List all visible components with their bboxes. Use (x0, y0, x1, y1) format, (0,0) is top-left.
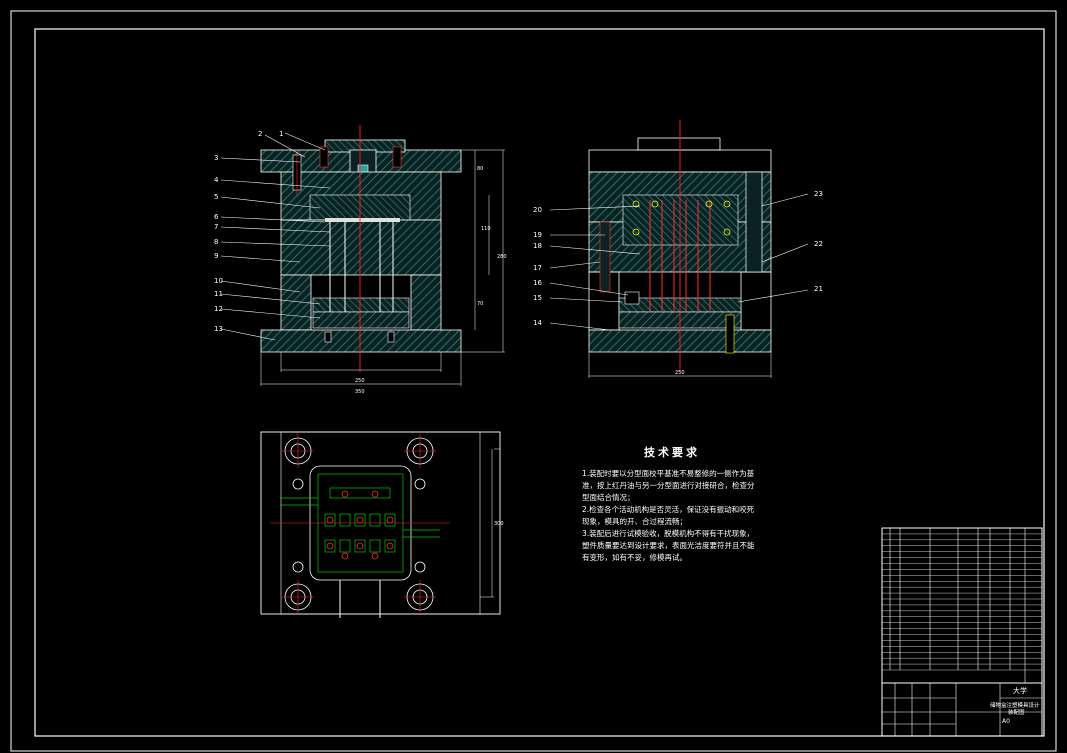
title-block-school: 大学 (1013, 687, 1027, 695)
title-block-number: A0 (1002, 718, 1010, 725)
technical-requirements: 技术要求 1.装配时要以分型面校平基准不易整修的一侧作为基 准，按上红丹油与另一… (582, 444, 802, 564)
callout-label: 2 (258, 130, 262, 138)
side-section-view (588, 120, 772, 378)
callout-label: 4 (214, 176, 219, 184)
callout-label: 20 (533, 206, 542, 214)
requirement-line: 现象，模具的开、合过程流畅； (582, 517, 687, 526)
callout-label: 15 (533, 294, 542, 302)
callout-label: 22 (814, 240, 823, 248)
requirement-line: 有变形，如有不妥，修模再试。 (582, 553, 687, 562)
callout-label: 19 (533, 231, 542, 239)
callout-label: 14 (533, 319, 542, 327)
requirement-line: 3.装配后进行试模验收，脱模机构不得有干扰现象， (582, 529, 755, 538)
dimension-label: 350 (355, 389, 365, 395)
dimension-label: 280 (497, 254, 507, 260)
callout-label: 13 (214, 325, 223, 333)
dimension-labels: 250 350 250 80 110 280 70 300 (355, 166, 685, 527)
callout-label: 1 (279, 130, 283, 138)
dimension-label: 300 (494, 521, 504, 527)
title-block-sheet-label: 装配图 (1008, 710, 1025, 716)
dimension-label: 250 (675, 370, 685, 376)
requirement-line: 准，按上红丹油与另一分型面进行对接研合，检查分 (582, 481, 755, 490)
callout-label: 18 (533, 242, 542, 250)
callout-label: 5 (214, 193, 218, 201)
callout-label: 9 (214, 252, 218, 260)
dimension-label: 110 (481, 226, 491, 232)
callout-label: 21 (814, 285, 823, 293)
plan-view (260, 431, 501, 618)
callout-label: 11 (214, 290, 223, 298)
outer-border (10, 10, 1057, 752)
callout-label: 8 (214, 238, 218, 246)
technical-requirements-title: 技术要求 (644, 446, 700, 459)
requirement-line: 型面结合情况； (582, 493, 635, 502)
title-block-drawing-name: 储物盒注塑模具设计 (990, 703, 1040, 709)
callout-label: 16 (533, 279, 542, 287)
requirement-line: 塑件质量要达到设计要求，表面光洁度要符并且不能 (582, 541, 755, 550)
callout-label: 6 (214, 213, 219, 221)
bom-rows (882, 527, 1042, 671)
callout-label: 12 (214, 305, 223, 313)
requirement-line: 1.装配时要以分型面校平基准不易整修的一侧作为基 (582, 469, 755, 478)
side-leaders (549, 193, 809, 331)
requirement-line: 2.检查各个活动机构是否灵活，保证没有振动和咬死 (582, 505, 755, 514)
inner-border (34, 28, 1045, 737)
dimension-label: 70 (477, 301, 483, 307)
callout-label: 7 (214, 223, 218, 231)
callout-label: 3 (214, 154, 218, 162)
callout-label: 10 (214, 277, 223, 285)
front-section-view (260, 125, 505, 386)
dimension-label: 80 (477, 166, 483, 172)
dimension-label: 250 (355, 378, 365, 384)
callout-label: 23 (814, 190, 823, 198)
front-leaders (220, 132, 331, 341)
callout-label: 17 (533, 264, 542, 272)
